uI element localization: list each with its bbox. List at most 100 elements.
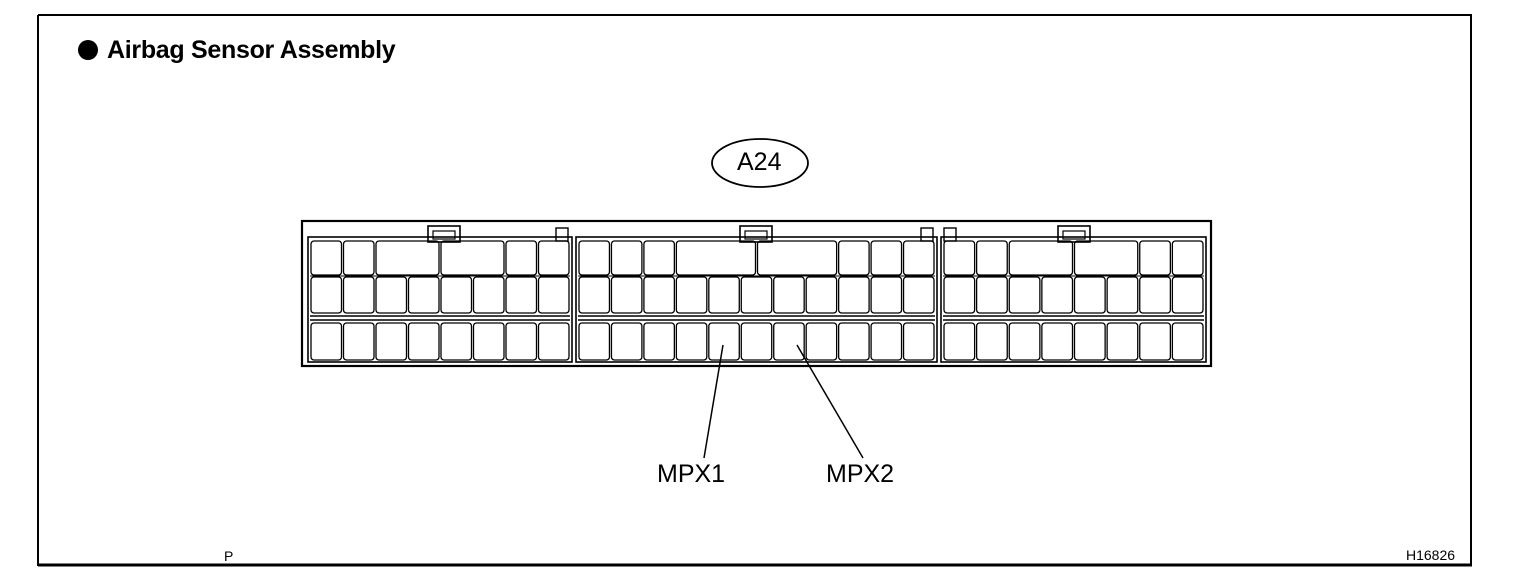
mpx1-leader-line <box>703 344 724 459</box>
terminal-cavity <box>1041 322 1074 361</box>
terminal-cavity <box>610 240 643 276</box>
terminal-cavity <box>610 276 643 314</box>
terminal-cavity <box>1106 276 1139 314</box>
terminal-cavity <box>578 322 611 361</box>
terminal-cavity <box>505 322 538 361</box>
terminal-cavity <box>375 322 408 361</box>
terminal-cavity <box>740 276 773 314</box>
terminal-cavity <box>310 240 343 276</box>
terminal-cavity <box>342 322 375 361</box>
terminal-cavity <box>773 322 805 361</box>
terminal-cavity <box>1073 276 1106 314</box>
terminal-cavity <box>610 322 643 361</box>
terminal-cavity <box>505 240 538 276</box>
terminal-cavity <box>1008 276 1041 314</box>
terminal-cavity <box>943 322 976 361</box>
terminal-cavity <box>472 322 505 361</box>
terminal-cavity <box>870 322 903 361</box>
terminal-cavity <box>1139 322 1172 361</box>
terminal-cavity <box>708 322 740 361</box>
connector-housing <box>300 219 1213 368</box>
terminal-cavity <box>1008 240 1074 276</box>
lock-tab <box>1057 225 1091 243</box>
lock-tab-inner <box>744 230 768 240</box>
terminal-cavity <box>375 276 408 314</box>
terminal-cavity <box>375 240 440 276</box>
terminal-cavity <box>578 240 611 276</box>
terminal-cavity <box>773 276 805 314</box>
connector-block <box>940 236 1207 363</box>
terminal-cavity <box>975 276 1008 314</box>
terminal-cavity <box>310 322 343 361</box>
terminal-cavity <box>537 240 570 276</box>
terminal-cavity <box>756 240 838 276</box>
terminal-cavity <box>740 322 773 361</box>
housing-key <box>943 227 957 242</box>
figure-id: H16826 <box>1406 547 1456 563</box>
terminal-cavity <box>505 276 538 314</box>
terminal-cavity <box>975 240 1008 276</box>
footer-mark: P <box>224 548 234 564</box>
terminal-cavity <box>1171 322 1204 361</box>
terminal-cavity <box>1041 276 1074 314</box>
terminal-cavity <box>310 276 343 314</box>
connector-body <box>300 219 1213 368</box>
terminal-cavity <box>837 276 870 314</box>
terminal-cavity <box>902 276 935 314</box>
terminal-cavity <box>537 276 570 314</box>
terminal-cavity <box>1106 322 1139 361</box>
terminal-cavity <box>643 322 676 361</box>
callout-mpx1: MPX1 <box>657 460 726 488</box>
terminal-cavity <box>440 240 505 276</box>
callout-mpx2: MPX2 <box>826 460 895 488</box>
terminal-cavity <box>1073 240 1139 276</box>
terminal-cavity <box>708 276 740 314</box>
terminal-cavity <box>870 240 903 276</box>
terminal-cavity <box>837 322 870 361</box>
terminal-cavity <box>675 240 757 276</box>
terminal-cavity <box>342 240 375 276</box>
terminal-cavity <box>1073 322 1106 361</box>
lock-tab-inner <box>1062 230 1086 240</box>
terminal-cavity <box>1171 276 1204 314</box>
section-title-text: Airbag Sensor Assembly <box>107 36 396 64</box>
terminal-cavity <box>870 276 903 314</box>
lock-tab <box>427 225 461 243</box>
terminal-cavity <box>1139 240 1172 276</box>
terminal-cavity <box>440 276 473 314</box>
terminal-cavity <box>578 276 611 314</box>
terminal-cavity <box>675 276 708 314</box>
terminal-cavity <box>675 322 708 361</box>
terminal-cavity <box>643 276 676 314</box>
terminal-cavity <box>1008 322 1041 361</box>
housing-key <box>920 227 934 242</box>
terminal-cavity <box>342 276 375 314</box>
terminal-cavity <box>1139 276 1172 314</box>
terminal-cavity <box>643 240 676 276</box>
housing-key <box>555 227 569 242</box>
terminal-cavity <box>837 240 870 276</box>
lock-tab <box>739 225 773 243</box>
mpx2-leader-line <box>796 344 864 459</box>
terminal-cavity <box>902 322 935 361</box>
terminal-cavity <box>943 276 976 314</box>
figure-border <box>37 14 1472 567</box>
terminal-cavity <box>975 322 1008 361</box>
lock-tab-inner <box>432 230 456 240</box>
terminal-cavity <box>805 322 838 361</box>
terminal-cavity <box>440 322 473 361</box>
section-title: Airbag Sensor Assembly <box>78 36 396 65</box>
terminal-cavity <box>537 322 570 361</box>
filled-circle-icon <box>78 40 98 60</box>
terminal-cavity <box>805 276 838 314</box>
connector-block <box>575 236 938 363</box>
terminal-cavity <box>407 322 440 361</box>
connector-code-oval <box>711 138 809 188</box>
terminal-cavity <box>943 240 976 276</box>
terminal-cavity <box>1171 240 1204 276</box>
terminal-cavity <box>902 240 935 276</box>
connector-code-label: A24 <box>737 148 782 176</box>
connector-block <box>307 236 573 363</box>
terminal-cavity <box>407 276 440 314</box>
